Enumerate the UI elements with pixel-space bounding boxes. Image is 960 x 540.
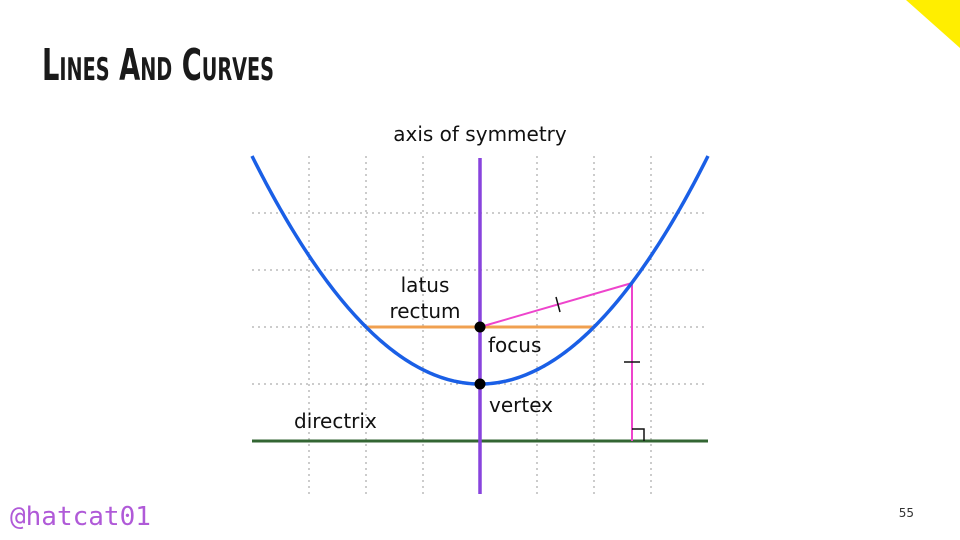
latus-rectum-label: rectum xyxy=(389,299,460,323)
corner-triangle-decoration xyxy=(906,0,960,48)
vertex-label: vertex xyxy=(489,393,553,417)
page-number: 55 xyxy=(898,506,914,520)
directrix-label: directrix xyxy=(294,409,377,433)
right-angle-marker xyxy=(632,428,645,441)
distance-lines xyxy=(479,282,633,441)
author-handle: @hatcat01 xyxy=(10,502,151,532)
focus-label: focus xyxy=(488,333,541,357)
equal-length-tick xyxy=(555,296,561,313)
axis-of-symmetry-label: axis of symmetry xyxy=(393,122,567,146)
geometry-markers xyxy=(555,296,645,441)
vertex-point xyxy=(474,378,486,390)
slide-title: Lines And Curves xyxy=(42,40,275,91)
latus-rectum-label: latus xyxy=(401,273,450,297)
focus-to-point-line xyxy=(479,282,633,328)
focus-point xyxy=(474,321,486,333)
